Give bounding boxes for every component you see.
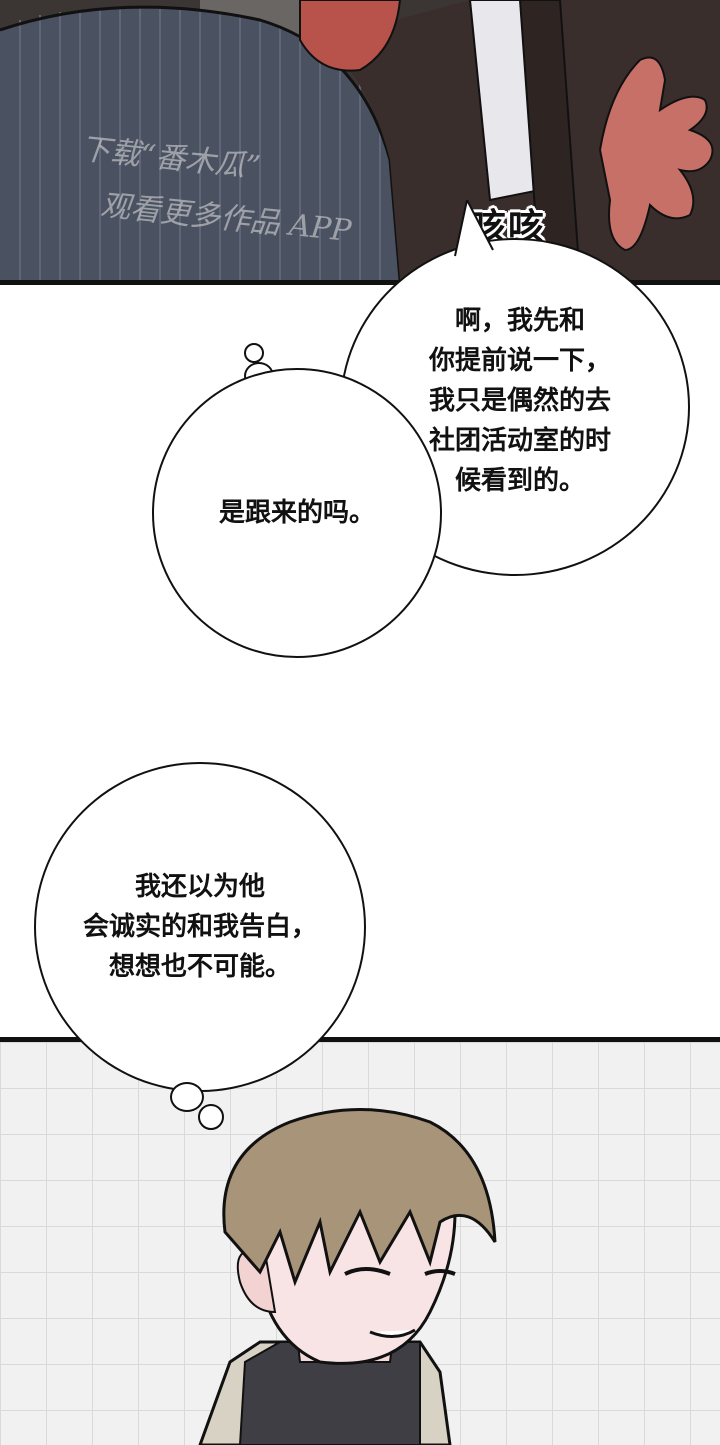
thought-bubble-left-text: 我还以为他 会诚实的和我告白， 想想也不可能。 (82, 872, 317, 982)
thought-dot-small (244, 343, 264, 363)
fist (299, 0, 402, 72)
character-artwork (198, 1108, 497, 1445)
thought-dot-lower-medium (170, 1082, 204, 1112)
thought-bubble-left: 我还以为他 会诚实的和我告白， 想想也不可能。 (34, 762, 366, 1092)
speech-bubble-tail (454, 200, 494, 257)
bottom-comic-panel (0, 1037, 720, 1445)
hair (222, 1108, 497, 1287)
speech-bubble-right-text: 啊，我先和 你提前说一下， 我只是偶然的去 社团活动室的时 候看到的。 (428, 306, 611, 496)
thought-bubble-middle: 是跟来的吗。 (152, 368, 442, 658)
top-comic-panel: 下载“番木瓜” 观看更多作品 APP (0, 0, 720, 285)
thought-dot-lower-small (198, 1104, 224, 1130)
thought-bubble-middle-text: 是跟来的吗。 (218, 498, 375, 528)
top-panel-artwork (0, 0, 720, 280)
open-hand (598, 56, 714, 252)
